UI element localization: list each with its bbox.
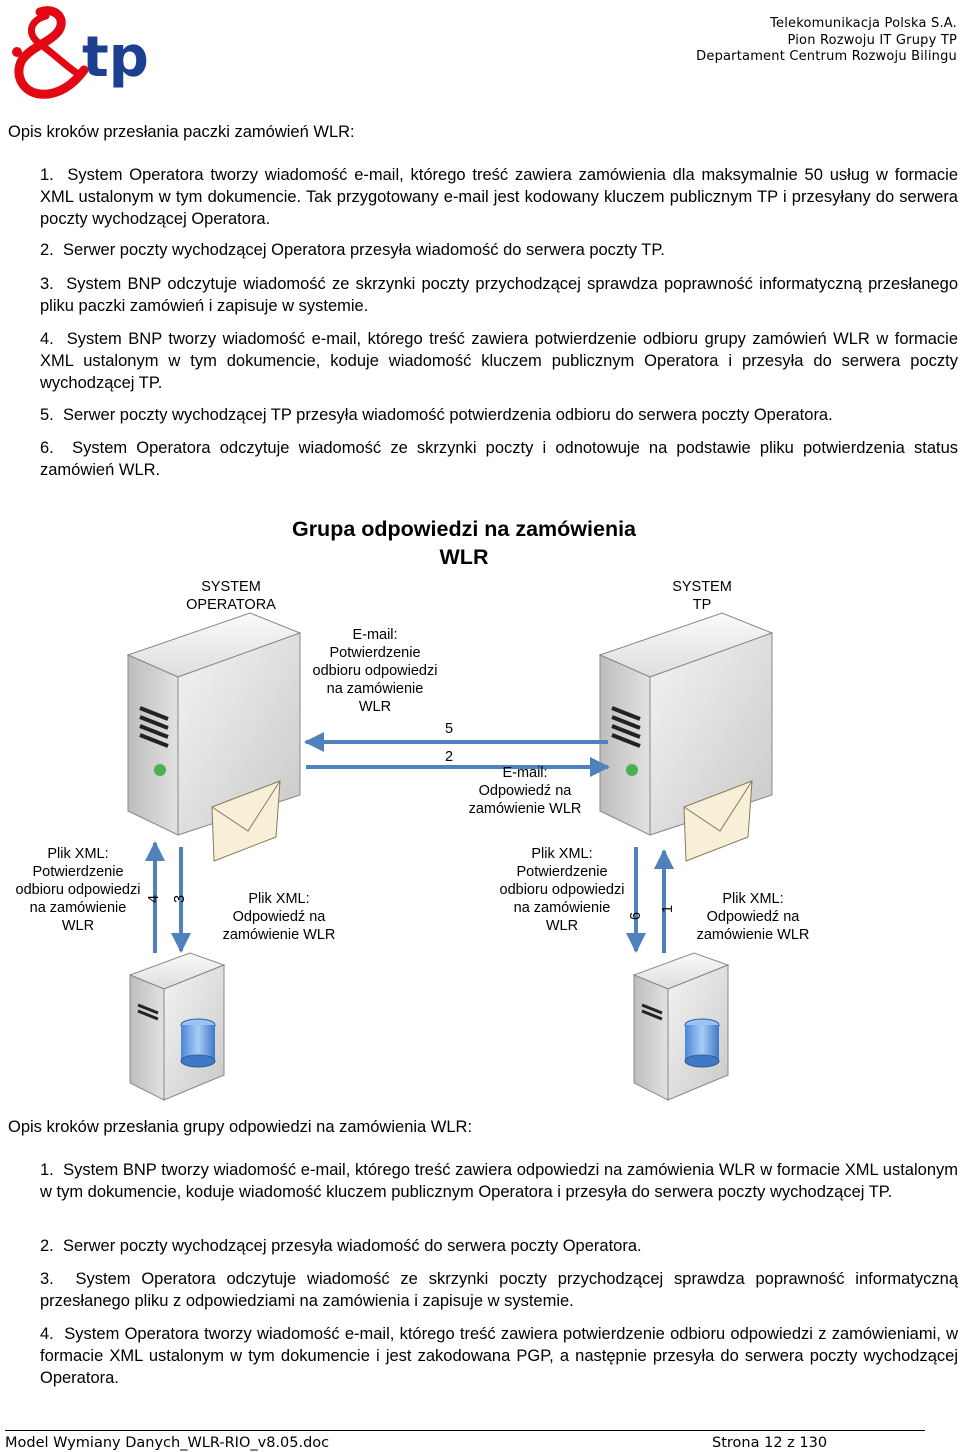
email-confirmation-label: E-mail: Potwierdzenie odbioru odpowiedzi… (300, 626, 450, 716)
operator-server-icon (126, 612, 302, 862)
list-text: Serwer poczty wychodzącej przesyła wiado… (62, 1237, 642, 1255)
label-line: SYSTEM (201, 579, 261, 595)
footer-page-number: Strona 12 z 130 (712, 1435, 828, 1451)
label-line: E-mail: (502, 765, 548, 781)
label-line: zamówienie WLR (222, 927, 336, 943)
list-item: 4. System Operatora tworzy wiadomość e-m… (40, 1323, 958, 1389)
step-6-number: 6 (628, 911, 644, 921)
tp-database-server-icon (632, 952, 730, 1101)
label-line: Odpowiedź na (478, 783, 572, 799)
label-line: odbioru odpowiedzi (312, 663, 438, 679)
list-item: 3. System BNP odczytuje wiadomość ze skr… (40, 273, 958, 317)
list-text: Serwer poczty wychodzącej Operatora prze… (62, 241, 665, 259)
xml-confirmation-right-label: Plik XML: Potwierdzenie odbioru odpowied… (492, 845, 632, 935)
diagram-title-line: WLR (439, 545, 489, 569)
tp-server-icon (598, 612, 774, 862)
label-line: Plik XML: (248, 891, 310, 907)
diagram-title-line: Grupa odpowiedzi na zamówienia (291, 517, 637, 541)
label-line: na zamówienie (326, 681, 424, 697)
list-item: 2. Serwer poczty wychodzącej Operatora p… (40, 239, 958, 261)
label-line: Potwierdzenie (516, 864, 608, 880)
list-item: 4. System BNP tworzy wiadomość e-mail, k… (40, 328, 958, 394)
label-line: Plik XML: (47, 846, 109, 862)
email-response-label: E-mail: Odpowiedź na zamówienie WLR (455, 764, 595, 818)
company-header: Telekomunikacja Polska S.A. Pion Rozwoju… (696, 16, 957, 66)
label-line: SYSTEM (672, 579, 732, 595)
label-line: OPERATORA (186, 597, 276, 613)
xml-response-right-label: Plik XML: Odpowiedź na zamówienie WLR (686, 890, 820, 944)
list-text: System BNP tworzy wiadomość e-mail, któr… (40, 1161, 958, 1201)
step-5-number: 5 (444, 721, 454, 737)
list-text: System Operatora tworzy wiadomość e-mail… (40, 166, 958, 228)
xml-response-left-label: Plik XML: Odpowiedź na zamówienie WLR (212, 890, 346, 944)
list-item: 2. Serwer poczty wychodzącej przesyła wi… (40, 1235, 958, 1257)
list-number: 6. (40, 439, 54, 457)
label-line: odbioru odpowiedzi (499, 882, 625, 898)
label-line: na zamówienie (29, 900, 127, 916)
label-line: WLR (61, 918, 95, 934)
list-number: 5. (40, 406, 54, 424)
system-operator-label: SYSTEM OPERATORA (162, 578, 300, 614)
company-line: Departament Centrum Rozwoju Bilingu (696, 49, 957, 64)
flow-diagram: Grupa odpowiedzi na zamówienia WLR SYSTE… (0, 505, 960, 1105)
label-line: Plik XML: (722, 891, 784, 907)
step-2-number: 2 (444, 749, 454, 765)
step-3-number: 3 (172, 894, 188, 904)
list-item: 6. System Operatora odczytuje wiadomość … (40, 437, 958, 481)
diagram-title: Grupa odpowiedzi na zamówienia WLR (262, 515, 666, 571)
list-text: System BNP tworzy wiadomość e-mail, któr… (40, 330, 958, 392)
footer-doc-name: Model Wymiany Danych_WLR-RIO_v8.05.doc (5, 1435, 330, 1451)
list-item: 5. Serwer poczty wychodzącej TP przesyła… (40, 404, 958, 426)
list-item: 3. System Operatora odczytuje wiadomość … (40, 1268, 958, 1312)
label-line: zamówienie WLR (696, 927, 810, 943)
label-line: na zamówienie (513, 900, 611, 916)
label-line: Odpowiedź na (706, 909, 800, 925)
list-number: 2. (40, 1237, 54, 1255)
list-text: System BNP odczytuje wiadomość ze skrzyn… (40, 275, 958, 315)
list-number: 1. (40, 166, 54, 184)
label-line: odbioru odpowiedzi (15, 882, 141, 898)
label-line: Odpowiedź na (232, 909, 326, 925)
label-line: Potwierdzenie (32, 864, 124, 880)
section-title: Opis kroków przesłania grupy odpowiedzi … (8, 1118, 473, 1136)
list-number: 4. (40, 330, 54, 348)
label-line: E-mail: (352, 627, 398, 643)
system-tp-label: SYSTEM TP (632, 578, 772, 614)
step-1-number: 1 (660, 904, 676, 914)
label-line: Potwierdzenie (329, 645, 421, 661)
label-line: WLR (358, 699, 392, 715)
label-line: Plik XML: (531, 846, 593, 862)
section-title: Opis kroków przesłania paczki zamówień W… (8, 123, 355, 141)
step-4-number: 4 (146, 894, 162, 904)
list-number: 3. (40, 275, 54, 293)
label-line: TP (692, 597, 712, 613)
list-number: 4. (40, 1325, 54, 1343)
list-text: System Operatora tworzy wiadomość e-mail… (40, 1325, 959, 1387)
company-line: Telekomunikacja Polska S.A. (770, 16, 957, 31)
company-line: Pion Rozwoju IT Grupy TP (787, 32, 957, 48)
operator-database-server-icon (128, 952, 226, 1101)
list-text: System Operatora odczytuje wiadomość ze … (40, 439, 959, 479)
list-number: 3. (40, 1270, 54, 1288)
list-item: 1. System Operatora tworzy wiadomość e-m… (40, 164, 958, 230)
list-number: 2. (40, 241, 54, 259)
label-line: zamówienie WLR (468, 801, 582, 817)
footer-rule (5, 1430, 925, 1431)
xml-confirmation-left-label: Plik XML: Potwierdzenie odbioru odpowied… (8, 845, 148, 935)
tp-logo: tp (12, 6, 149, 99)
list-number: 1. (40, 1161, 54, 1179)
diagram-graphics (126, 612, 774, 1101)
list-text: Serwer poczty wychodzącej TP przesyła wi… (62, 406, 833, 424)
list-item: 1. System BNP tworzy wiadomość e-mail, k… (40, 1159, 958, 1203)
svg-text:tp: tp (82, 25, 149, 90)
list-text: System Operatora odczytuje wiadomość ze … (40, 1270, 959, 1310)
label-line: WLR (545, 918, 579, 934)
